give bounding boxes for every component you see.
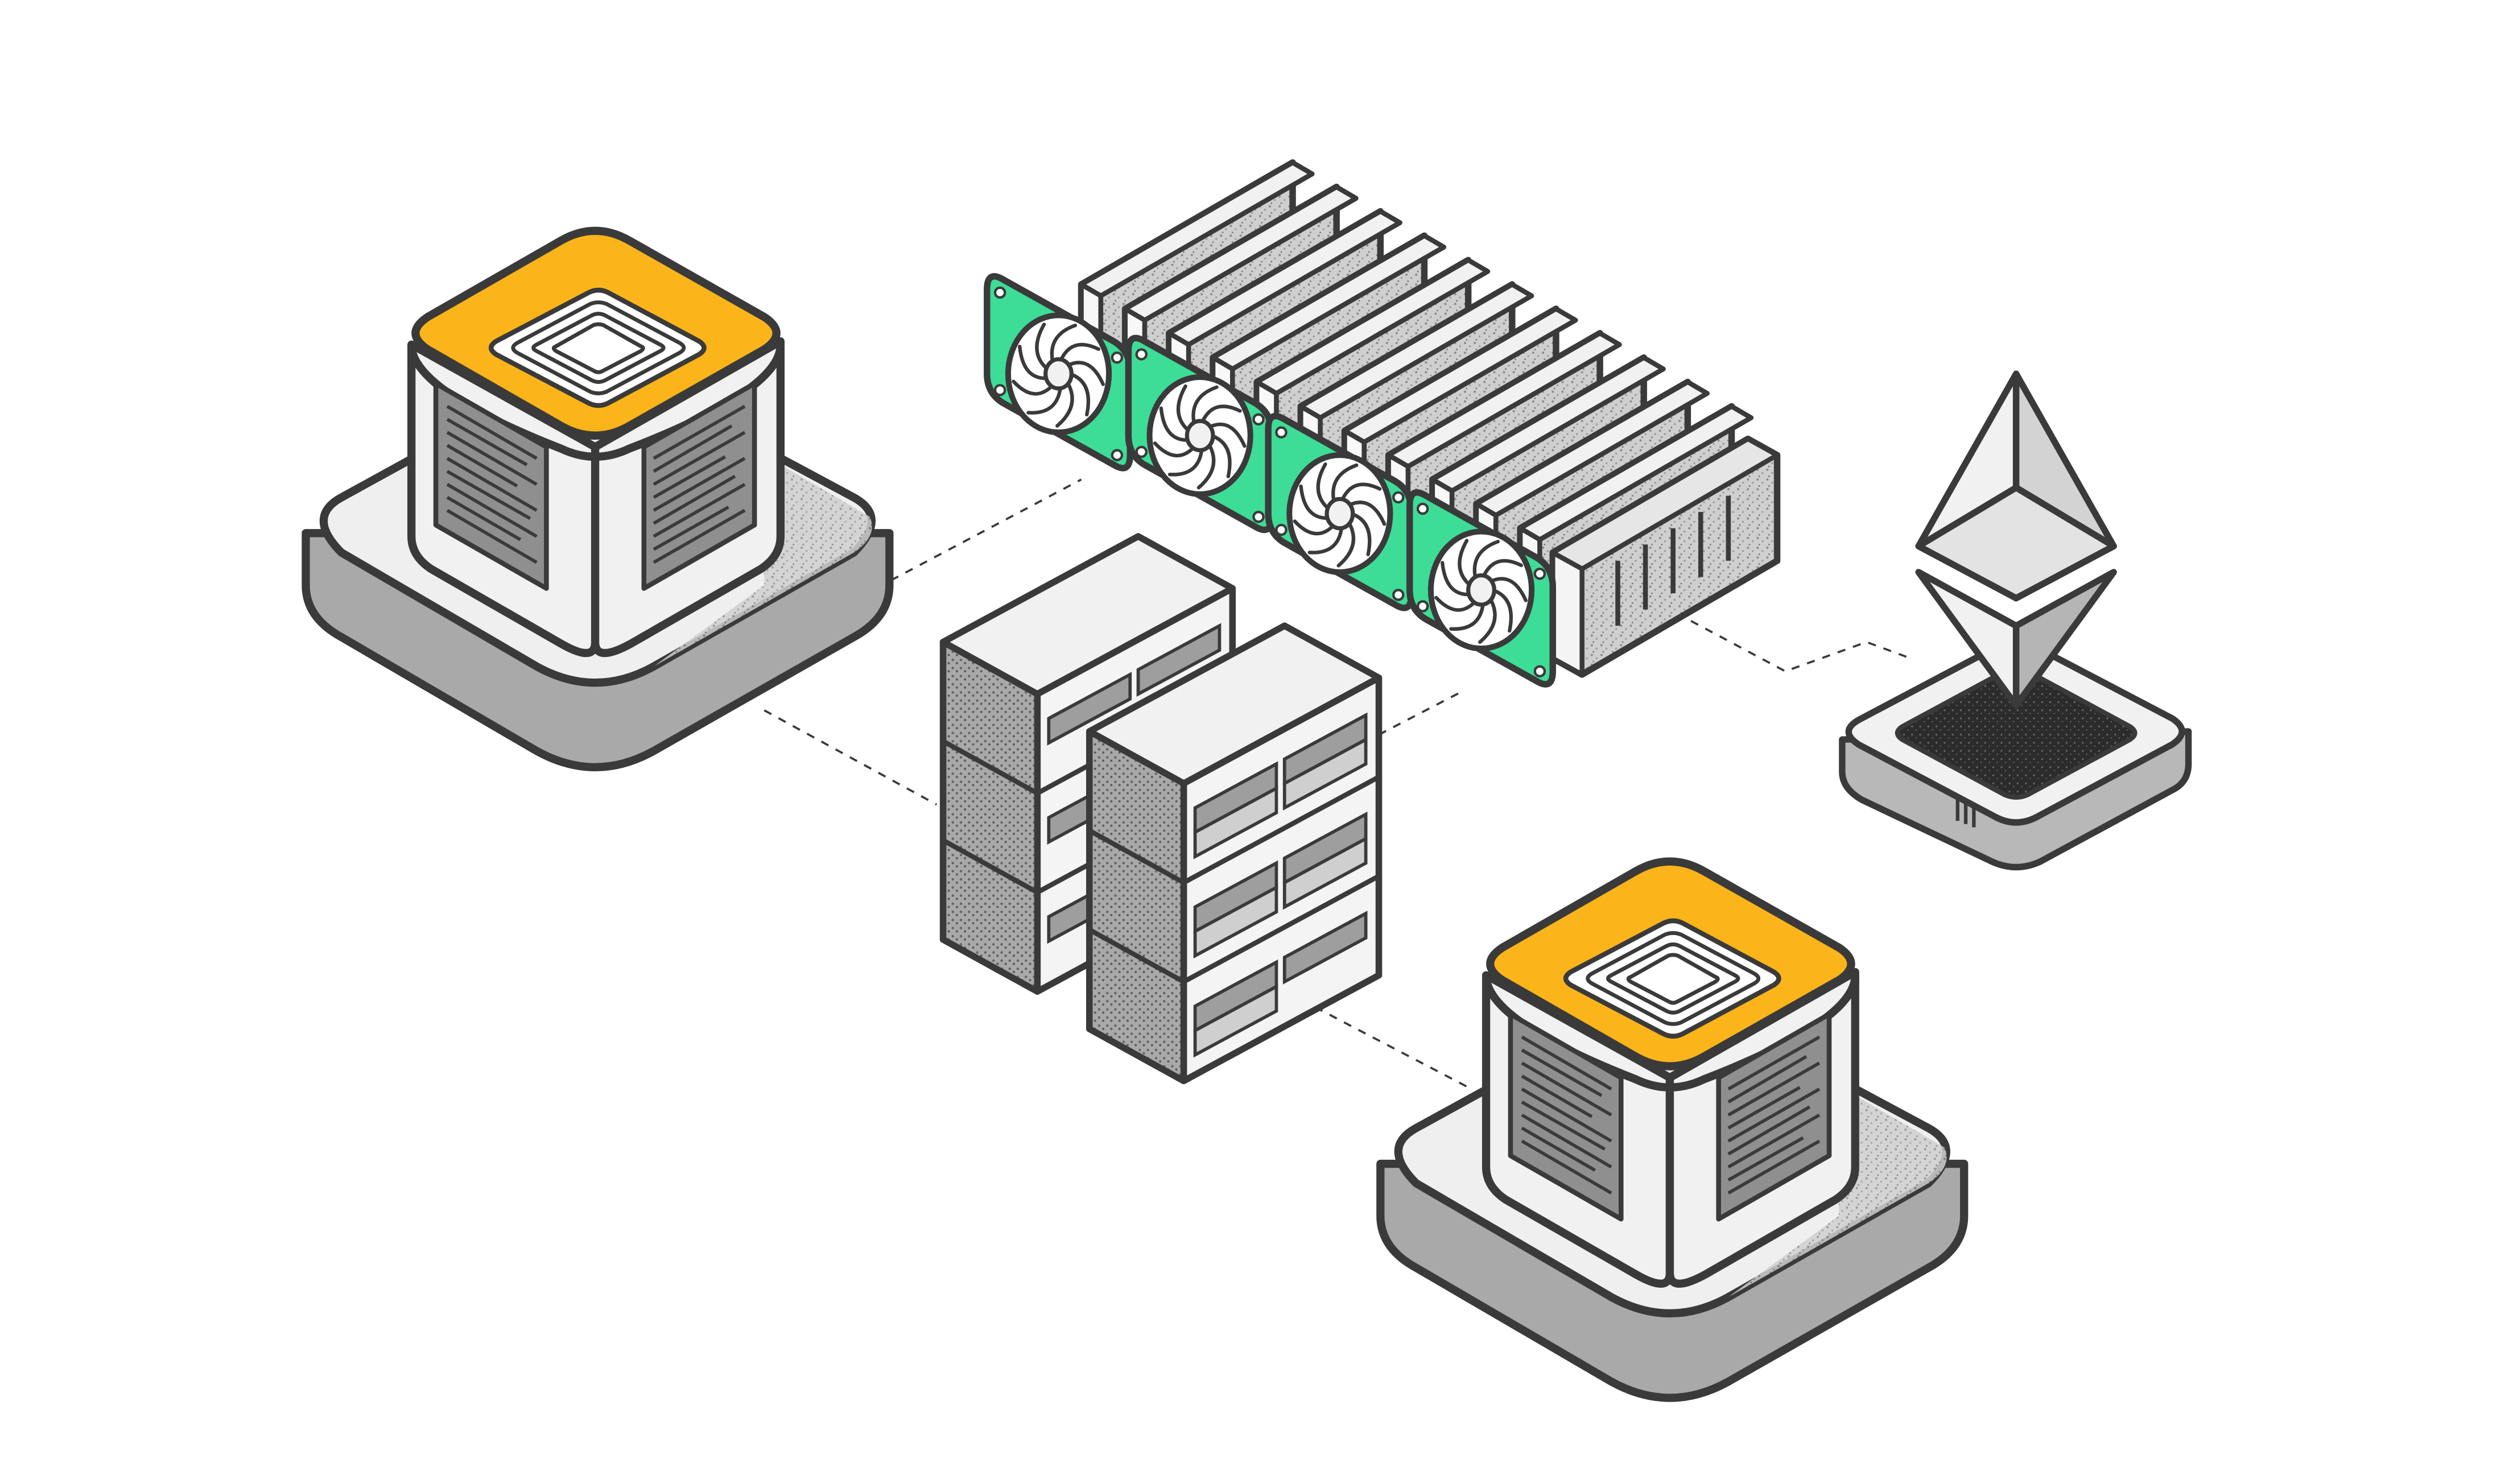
server-rack-front — [1086, 622, 1383, 1085]
dashed-connection-line — [1378, 689, 1464, 736]
dashed-connection-line — [890, 478, 1082, 581]
fan-icon — [984, 273, 1133, 472]
fan-icon — [1125, 334, 1275, 534]
gpu-mining-rig-icon — [984, 159, 1781, 688]
dashed-connection-lines — [764, 478, 1911, 1090]
chip-right-vent — [641, 381, 757, 591]
chip-core — [488, 287, 707, 408]
server-rack-icon — [939, 533, 1383, 1085]
dashed-connection-line — [1300, 998, 1472, 1090]
power-supply-unit — [1549, 435, 1781, 678]
ethereum-diamond-icon — [1915, 370, 2117, 709]
fan-icon — [1406, 489, 1556, 688]
dashed-connection-line — [764, 709, 938, 806]
ethereum-pedestal-icon — [1839, 639, 2192, 871]
chip-left-vent — [433, 381, 549, 591]
gpu-fan-group — [984, 273, 1556, 688]
cpu-chip-node-icon — [1376, 857, 1969, 1402]
cpu-chip-node-icon — [302, 226, 894, 771]
base-top-shade — [653, 455, 872, 667]
fan-icon — [1265, 412, 1415, 611]
dashed-connection-line — [1690, 619, 1911, 673]
